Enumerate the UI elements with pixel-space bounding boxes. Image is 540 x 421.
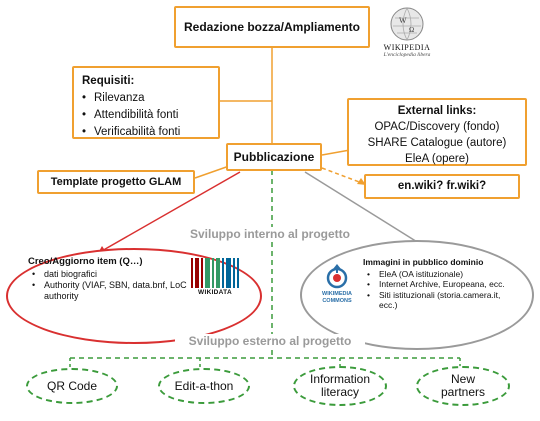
commons-wordmark-line1: WIKIMEDIA <box>322 291 352 297</box>
wikipedia-tagline: L'enciclopedia libera <box>383 52 431 58</box>
wikidata-barcode-icon <box>191 258 239 288</box>
internal-development-label: Sviluppo interno al progetto <box>180 227 360 241</box>
commons-oval-title: Immagini in pubblico dominio <box>363 257 484 267</box>
wikidata-oval-item: Authority (VIAF, SBN, data.bnf, LoC auth… <box>32 280 188 302</box>
information-literacy-label: Information literacy <box>309 372 371 399</box>
requirement-item: Rilevanza <box>82 90 210 107</box>
wikidata-oval-content: Creo/Aggiorno item (Q…) dati biografici … <box>28 256 188 302</box>
edit-a-thon-label: Edit-a-thon <box>174 378 234 393</box>
commons-wordmark-line2: COMMONS <box>322 298 352 304</box>
requirement-item: Attendibilità fonti <box>82 107 210 124</box>
en-fr-wiki-label: en.wiki? fr.wiki? <box>397 180 487 192</box>
requirements-list: Rilevanza Attendibilità fonti Verificabi… <box>82 90 210 141</box>
external-development-label: Sviluppo esterno al progetto <box>175 334 365 348</box>
wikidata-oval-item: dati biografici <box>32 269 188 280</box>
external-link-item: SHARE Catalogue (autore) <box>367 137 507 149</box>
external-links-title: External links: <box>397 105 477 117</box>
commons-logo: WIKIMEDIA COMMONS <box>314 262 360 310</box>
draft-expansion-box: Redazione bozza/Ampliamento <box>174 6 370 48</box>
commons-oval-content: Immagini in pubblico dominio EleA (OA is… <box>363 257 513 311</box>
qr-code-oval: QR Code <box>26 368 118 404</box>
external-links-box: External links: OPAC/Discovery (fondo) S… <box>347 98 527 166</box>
commons-oval-item: Internet Archive, Europeana, ecc. <box>367 279 513 290</box>
line-wikidata <box>99 171 241 253</box>
svg-text:Ω: Ω <box>409 26 414 34</box>
requirements-box: Requisiti: Rilevanza Attendibilità fonti… <box>72 66 220 141</box>
commons-oval-list: EleA (OA istituzionale) Internet Archive… <box>363 269 513 311</box>
en-fr-wiki-box: en.wiki? fr.wiki? <box>364 174 520 199</box>
new-partners-label: New partners <box>440 372 486 399</box>
wikidata-oval-title: Creo/Aggiorno item (Q…) <box>28 256 143 267</box>
svg-text:W: W <box>399 16 407 25</box>
commons-oval-item: Siti istituzionali (storia.camera.it, ec… <box>367 290 513 311</box>
wikipedia-logo: W Ω WIKIPEDIA L'enciclopedia libera <box>372 6 442 60</box>
line-template-glam <box>194 164 233 179</box>
arrowhead-en-fr-wiki <box>357 178 366 185</box>
publication-label: Pubblicazione <box>233 150 315 164</box>
glam-template-box: Template progetto GLAM <box>37 170 195 194</box>
requirements-title: Requisiti: <box>82 75 135 87</box>
wikipedia-wordmark: WIKIPEDIA <box>383 43 431 52</box>
glam-template-label: Template progetto GLAM <box>50 176 182 188</box>
requirement-item: Verificabilità fonti <box>82 124 210 141</box>
wikipedia-globe-icon: W Ω <box>390 7 424 41</box>
information-literacy-oval: Information literacy <box>293 366 387 406</box>
wikidata-logo: WIKIDATA <box>190 258 242 298</box>
external-link-item: OPAC/Discovery (fondo) <box>374 121 500 133</box>
publication-box: Pubblicazione <box>226 143 322 171</box>
qr-code-label: QR Code <box>46 378 98 393</box>
commons-icon <box>326 264 348 289</box>
external-link-item: EleA (opere) <box>405 153 469 165</box>
line-external-links <box>321 149 351 156</box>
wikidata-wordmark: WIKIDATA <box>198 289 232 296</box>
line-en-fr-wiki <box>321 167 363 184</box>
edit-a-thon-oval: Edit-a-thon <box>158 368 250 404</box>
line-commons <box>304 171 431 251</box>
wikidata-oval-list: dati biografici Authority (VIAF, SBN, da… <box>28 269 188 302</box>
commons-wordmark: WIKIMEDIA COMMONS <box>314 291 360 305</box>
commons-oval-item: EleA (OA istituzionale) <box>367 269 513 280</box>
draft-expansion-label: Redazione bozza/Ampliamento <box>183 20 361 34</box>
new-partners-oval: New partners <box>416 366 510 406</box>
